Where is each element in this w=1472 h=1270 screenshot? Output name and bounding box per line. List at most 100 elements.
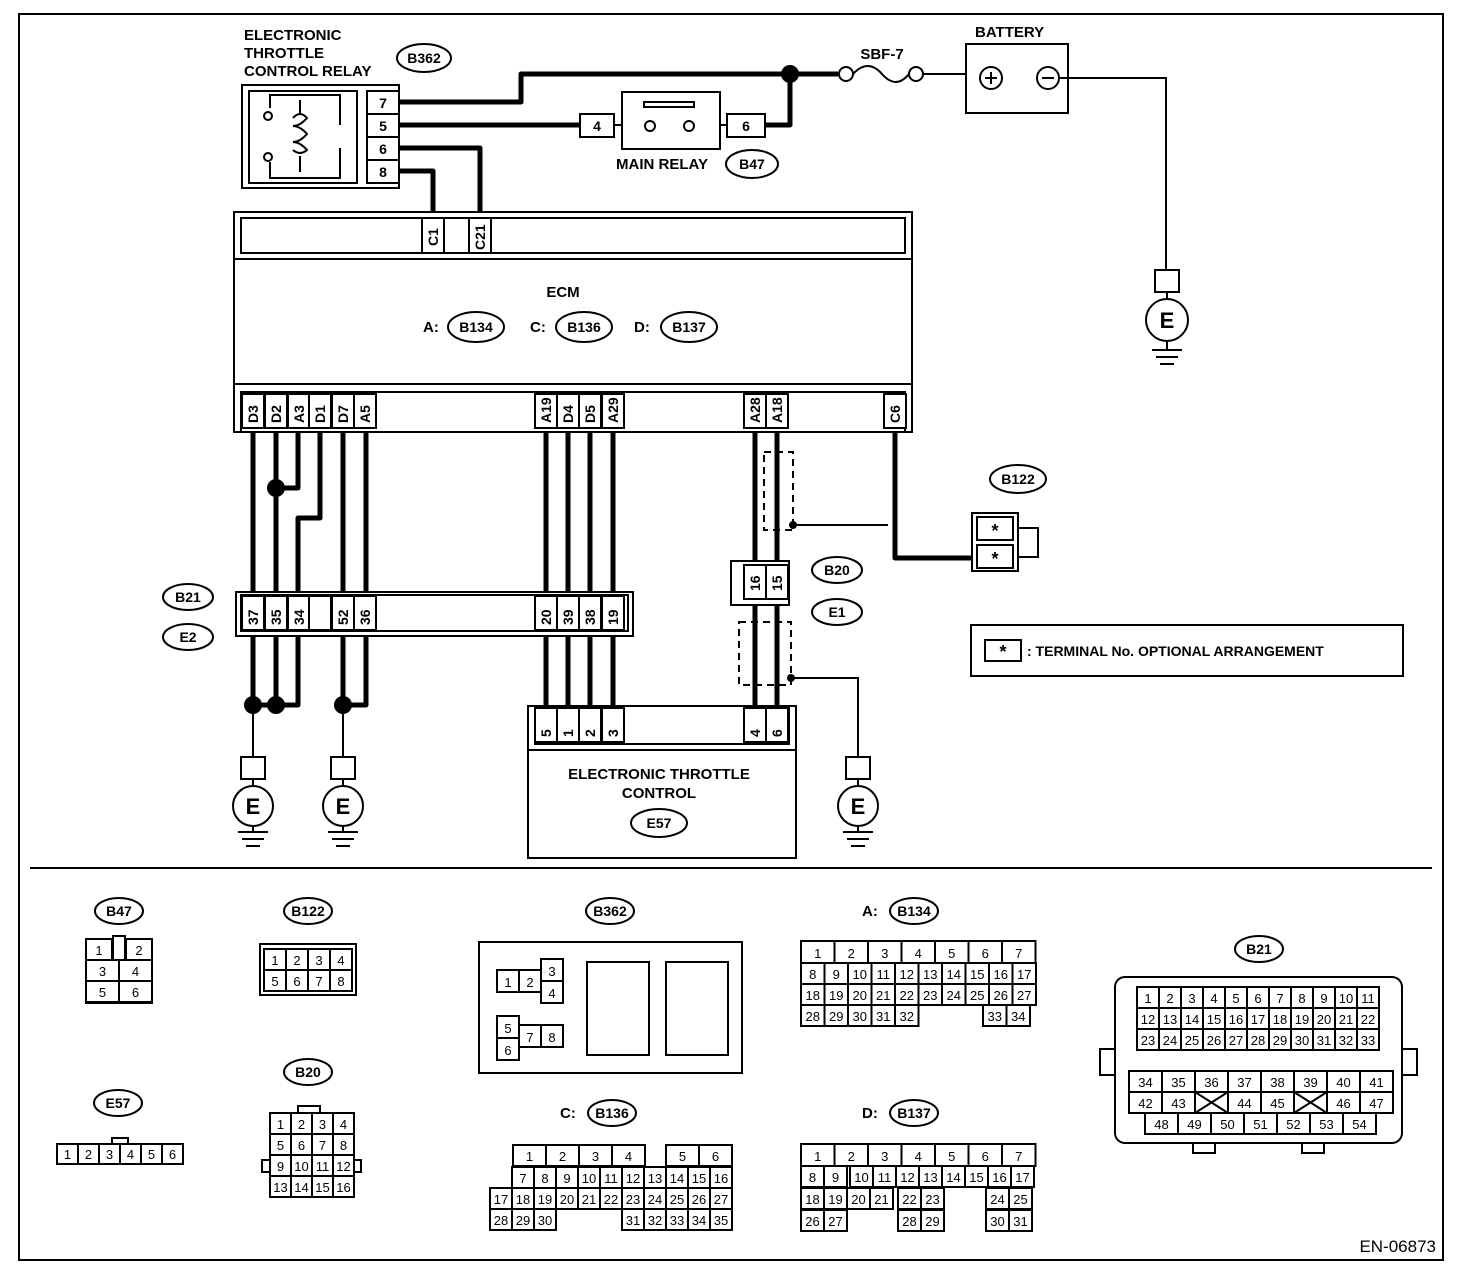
throttle-control-relay: ELECTRONIC THROTTLE CONTROL RELAY B362 7… — [241, 27, 452, 189]
view-d-b137-cell-label: 4 — [915, 1149, 922, 1164]
view-b47-cell — [118, 980, 153, 1003]
view-d-b137-cell-label: 21 — [874, 1192, 888, 1207]
main-relay: 4 6 MAIN RELAY B47 — [579, 91, 779, 179]
etc-pin-2: 2 — [582, 729, 598, 737]
shield-dot-lower — [787, 674, 795, 682]
ground-3: E — [837, 756, 879, 847]
view-b21-cell-label: 52 — [1286, 1117, 1300, 1132]
main-relay-label: MAIN RELAY — [616, 156, 708, 173]
view-b21-cell-label: 40 — [1336, 1075, 1350, 1090]
b21-pin-19-box — [601, 595, 625, 631]
view-b21-cell-label: 54 — [1352, 1117, 1366, 1132]
ground-terminal — [240, 756, 266, 780]
view-b21-cell-label: 18 — [1273, 1012, 1287, 1027]
shield-upper — [763, 451, 794, 531]
view-b21-cell-label: 1 — [1144, 991, 1151, 1006]
wire-relay7-battery — [399, 71, 838, 105]
ecm-pin-c21-box — [468, 217, 492, 254]
view-a-b134-code: B134 — [897, 903, 931, 919]
view-a-b134-prefix: A: — [862, 903, 878, 920]
view-e57-cell-label: 1 — [64, 1147, 71, 1162]
view-b21-cell-label: 48 — [1154, 1117, 1168, 1132]
view-b20-cell-label: 7 — [319, 1138, 326, 1153]
ground-label: E — [851, 794, 866, 819]
ecm-title: ECM — [546, 284, 579, 301]
view-e57-cell-label: 4 — [127, 1147, 134, 1162]
view-a-b134-cell-label: 5 — [948, 946, 955, 961]
view-c-b136-cell-label: 5 — [679, 1149, 686, 1164]
view-b362-terminal-1 — [586, 961, 650, 1056]
view-b122-cell-label: 1 — [271, 953, 278, 968]
view-e57-cell-label: 6 — [169, 1147, 176, 1162]
b21-code: B21 — [175, 589, 201, 605]
relay-title-1: ELECTRONIC — [244, 27, 342, 44]
view-a-b134-cell-label: 18 — [806, 988, 820, 1003]
view-d-b137-cell-label: 7 — [1015, 1149, 1022, 1164]
note-text: : TERMINAL No. OPTIONAL ARRANGEMENT — [1027, 643, 1324, 659]
shield-dot-upper — [789, 521, 797, 529]
view-c-b136-cell-label: 30 — [538, 1213, 552, 1228]
view-b47-key — [112, 935, 126, 961]
wire-c6 — [892, 432, 972, 561]
view-c-b136-cell-label: 31 — [626, 1213, 640, 1228]
view-b47-cell-label: 5 — [99, 985, 106, 1000]
view-a-b134-cell — [1005, 1004, 1031, 1027]
view-e57-cell — [161, 1143, 184, 1165]
page-frame — [18, 13, 1444, 1261]
view-b21-cell-label: 21 — [1339, 1012, 1353, 1027]
etc-pin-6: 6 — [769, 729, 785, 737]
b122-oval — [989, 464, 1047, 494]
view-d-b137-cell-label: 18 — [805, 1192, 819, 1207]
junction-35 — [267, 696, 285, 714]
view-b20-cell-label: 14 — [294, 1180, 308, 1195]
view-a-b134-cell-label: 1 — [814, 946, 821, 961]
b21-pin-39: 39 — [560, 609, 576, 625]
view-b21-cell-label: 49 — [1187, 1117, 1201, 1132]
ground-2: E — [322, 756, 364, 847]
view-a-b134-cell-label: 31 — [876, 1009, 890, 1024]
view-b21-cell-label: 13 — [1163, 1012, 1177, 1027]
view-a-b134-cell-label: 32 — [900, 1009, 914, 1024]
view-c-b136-cell-label: 32 — [648, 1213, 662, 1228]
view-b122-cell-label: 4 — [337, 953, 344, 968]
view-a-b134-cell-label: 19 — [829, 988, 843, 1003]
view-c-b136-cell-label: 28 — [494, 1213, 508, 1228]
view-c-b136-cell-label: 12 — [626, 1171, 640, 1186]
ground-battery: E — [1145, 269, 1189, 365]
view-b21-cell-label: 29 — [1273, 1033, 1287, 1048]
view-b20-cell-label: 16 — [336, 1180, 350, 1195]
wire-relay8-c1 — [399, 168, 436, 218]
view-c-b136-cell-label: 29 — [516, 1213, 530, 1228]
view-a-b134-cell-label: 6 — [982, 946, 989, 961]
view-a-b134-cell-label: 10 — [853, 967, 867, 982]
view-b20-cell-label: 6 — [298, 1138, 305, 1153]
view-c-b136-cell-label: 35 — [714, 1213, 728, 1228]
view-d-b137-oval — [889, 1099, 939, 1127]
relay-title-3: CONTROL RELAY — [244, 63, 372, 80]
view-b21-cell-label: 15 — [1207, 1012, 1221, 1027]
view-b21-cell-label: 37 — [1237, 1075, 1251, 1090]
view-a-b134-cell-label: 27 — [1017, 988, 1031, 1003]
view-e57-code: E57 — [106, 1095, 131, 1111]
view-a-b134-cell-label: 3 — [881, 946, 888, 961]
view-d-b137-cell — [869, 1187, 894, 1210]
document-id: EN-06873 — [1359, 1237, 1436, 1256]
view-b122-oval — [283, 897, 333, 925]
ecm-top-connector — [240, 217, 906, 254]
ecm-pin-a18: A18 — [769, 397, 785, 423]
view-a-b134-cell-label: 16 — [994, 967, 1008, 982]
ground-terminal — [330, 756, 356, 780]
wire-battery-ground — [1059, 77, 1167, 270]
view-b21-blocked-1-b — [1194, 1091, 1229, 1114]
etc-pin-3: 3 — [605, 729, 621, 737]
relay-title-2: THROTTLE — [244, 45, 324, 62]
view-b20-cell-label: 15 — [315, 1180, 329, 1195]
view-b21-cell-label: 35 — [1171, 1075, 1185, 1090]
ecm-pin-c6: C6 — [887, 405, 903, 423]
